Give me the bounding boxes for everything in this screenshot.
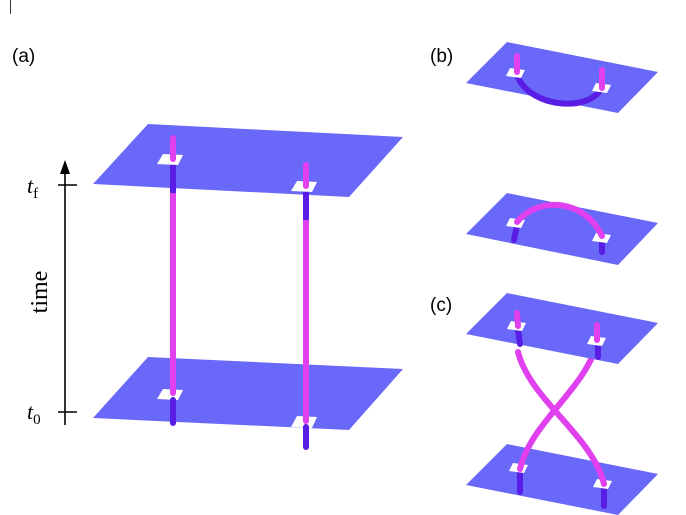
site-a-bottom-left [157, 389, 183, 400]
plane-c-top [466, 293, 658, 364]
site-a-top-left [157, 154, 183, 165]
worldline-c-top-left-through [515, 327, 523, 347]
worldline-c-top-left-stub [514, 310, 521, 329]
panel-label-c: (c) [430, 295, 452, 316]
plane-a-bottom [93, 357, 403, 430]
panel-label-a: (a) [12, 46, 35, 67]
plane-a-top [93, 124, 403, 197]
worldline-b-top-cup [514, 72, 605, 107]
time-axis-label: time [27, 271, 53, 314]
time-axis-arrowhead [60, 160, 70, 174]
worldline-b-bottom-cap [514, 201, 605, 239]
tick-tf-label: tf [27, 173, 38, 202]
worldline-b-bottom-left-stub [511, 222, 520, 243]
plane-c-bottom [466, 444, 658, 515]
panel-label-b: (b) [430, 46, 453, 67]
tick-t0-label: t0 [27, 399, 41, 428]
plane-b-bottom [466, 193, 658, 265]
time-axis: tf t0 time [27, 160, 77, 428]
worldline-c-strand-2 [515, 349, 607, 487]
